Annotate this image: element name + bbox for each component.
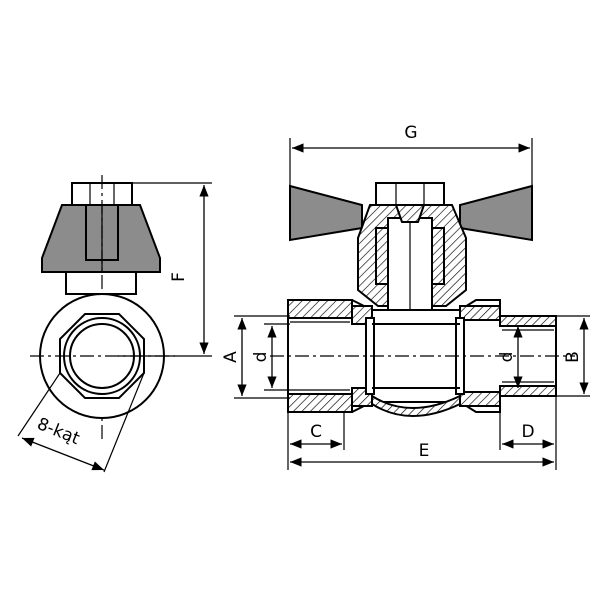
dimension-D: D xyxy=(499,396,557,470)
side-view-nut xyxy=(375,182,445,206)
end-view-octagon xyxy=(59,313,145,399)
side-view-handle xyxy=(289,184,363,242)
dimension-label-F: F xyxy=(169,272,189,282)
dimension-d-right: d xyxy=(497,326,523,388)
dimension-C: C xyxy=(287,412,345,470)
dimension-A: A xyxy=(221,315,290,399)
dimension-label-E: E xyxy=(419,441,430,461)
end-view: 8-kąt xyxy=(17,175,175,473)
side-view xyxy=(270,182,575,417)
dimension-d-left: d xyxy=(251,323,290,391)
dimension-F: F xyxy=(118,182,212,357)
dimension-G: G xyxy=(289,123,533,186)
dimension-label-B: B xyxy=(563,351,583,363)
dimension-label-G: G xyxy=(404,123,417,143)
hex-label: 8-kąt xyxy=(34,414,82,449)
dimension-label-d-left: d xyxy=(251,352,271,363)
dimension-label-C: C xyxy=(310,422,322,442)
dimension-E: E xyxy=(290,441,554,467)
dimension-B: B xyxy=(556,315,590,397)
end-view-stem xyxy=(65,271,137,295)
dimension-label-A: A xyxy=(221,351,241,363)
dimension-label-D: D xyxy=(521,422,534,442)
dimension-label-d-right: d xyxy=(497,352,517,363)
